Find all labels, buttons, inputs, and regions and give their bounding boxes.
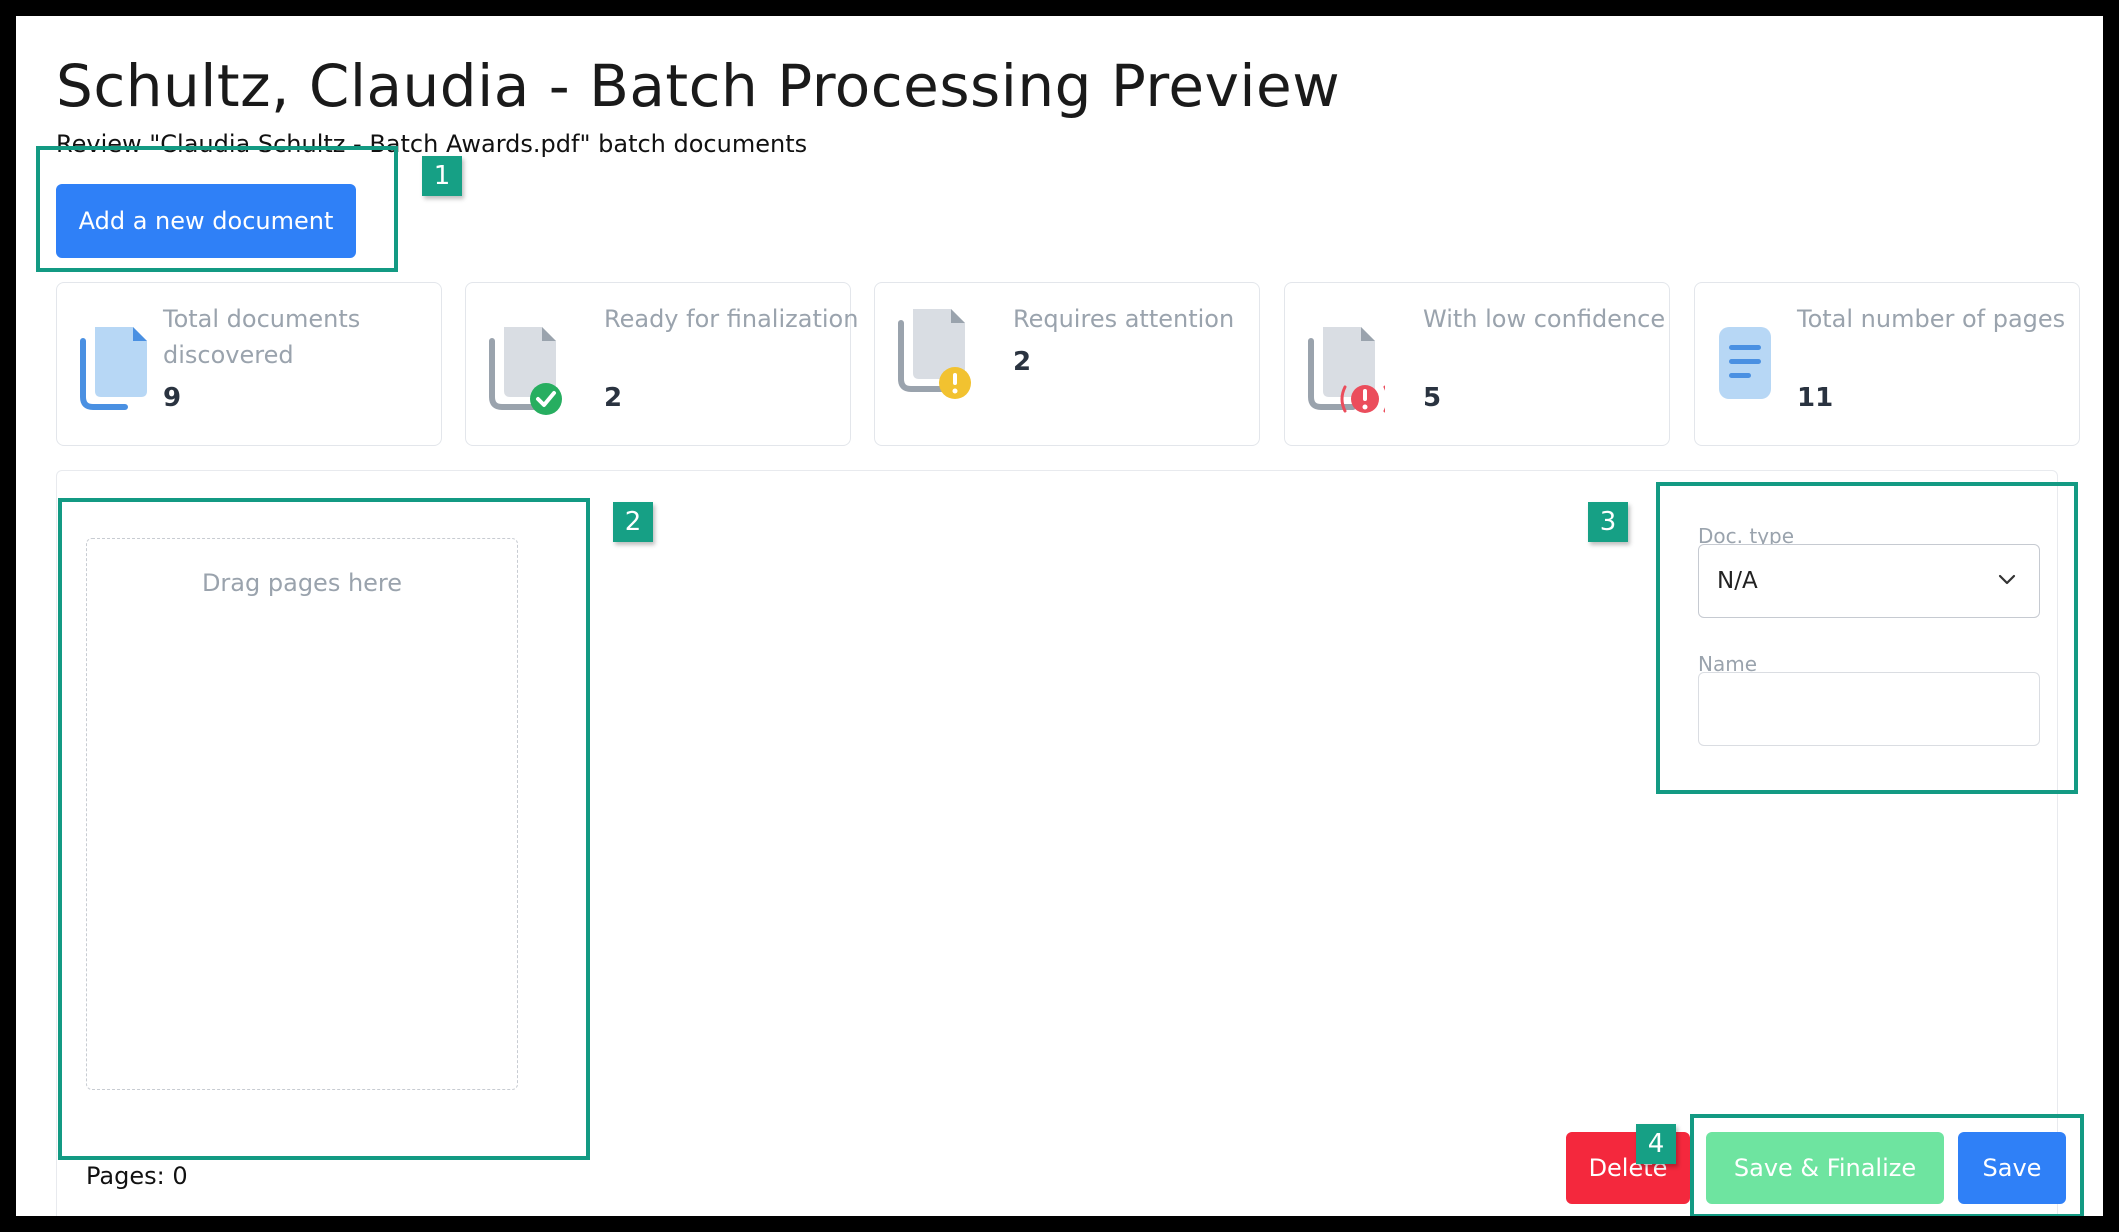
stat-label: Requires attention bbox=[1013, 305, 1235, 333]
save-button[interactable]: Save bbox=[1958, 1132, 2066, 1204]
stat-value: 9 bbox=[163, 383, 182, 413]
document-stack-icon bbox=[80, 327, 147, 410]
name-input[interactable] bbox=[1698, 672, 2040, 746]
doc-type-value: N/A bbox=[1717, 568, 1758, 594]
annotation-badge-4: 4 bbox=[1636, 1124, 1676, 1164]
annotation-badge-3: 3 bbox=[1588, 502, 1628, 542]
save-finalize-button[interactable]: Save & Finalize bbox=[1706, 1132, 1944, 1204]
page-title: Schultz, Claudia - Batch Processing Prev… bbox=[56, 52, 1341, 120]
stat-label: Total number of pages bbox=[1797, 305, 2066, 333]
stat-value: 11 bbox=[1797, 383, 1834, 413]
add-new-document-button[interactable]: Add a new document bbox=[56, 184, 356, 258]
stat-label: Ready for finalization bbox=[604, 305, 859, 333]
document-alert-icon bbox=[1308, 327, 1385, 413]
stat-label: With low confidence bbox=[1423, 305, 1666, 333]
stat-label: Total documents discovered bbox=[163, 305, 361, 369]
annotation-box-3 bbox=[1656, 482, 2078, 794]
page-dropzone[interactable]: Drag pages here bbox=[86, 538, 518, 1090]
annotation-badge-1: 1 bbox=[422, 156, 462, 196]
batch-preview-page: Schultz, Claudia - Batch Processing Prev… bbox=[16, 16, 2103, 1216]
stat-value: 5 bbox=[1423, 383, 1442, 413]
pages-count: Pages: 0 bbox=[86, 1162, 188, 1190]
delete-button[interactable]: Delete bbox=[1566, 1132, 1690, 1204]
annotation-box-2 bbox=[58, 498, 590, 1160]
stat-value: 2 bbox=[1013, 347, 1032, 377]
stat-card-ready: Ready for finalization 2 bbox=[465, 282, 858, 446]
stat-value: 2 bbox=[604, 383, 623, 413]
stat-card-low-confidence: With low confidence 5 bbox=[1284, 282, 1670, 446]
chevron-down-icon bbox=[1998, 574, 2016, 585]
document-warning-icon bbox=[898, 309, 971, 399]
annotation-box-4 bbox=[1690, 1114, 2084, 1216]
document-check-icon bbox=[489, 327, 562, 415]
dropzone-label: Drag pages here bbox=[201, 569, 403, 597]
annotation-badge-2: 2 bbox=[613, 502, 653, 542]
stat-card-total-pages: Total number of pages 11 bbox=[1694, 282, 2080, 446]
page-subtitle: Review "Claudia Schultz - Batch Awards.p… bbox=[56, 130, 808, 158]
stat-card-total-documents: Total documents discovered 9 bbox=[56, 282, 442, 446]
doc-type-select[interactable]: N/A bbox=[1698, 544, 2040, 618]
page-lines-icon bbox=[1719, 327, 1771, 399]
annotation-box-1 bbox=[36, 146, 398, 272]
stat-card-requires-attention: Requires attention 2 bbox=[874, 282, 1260, 446]
